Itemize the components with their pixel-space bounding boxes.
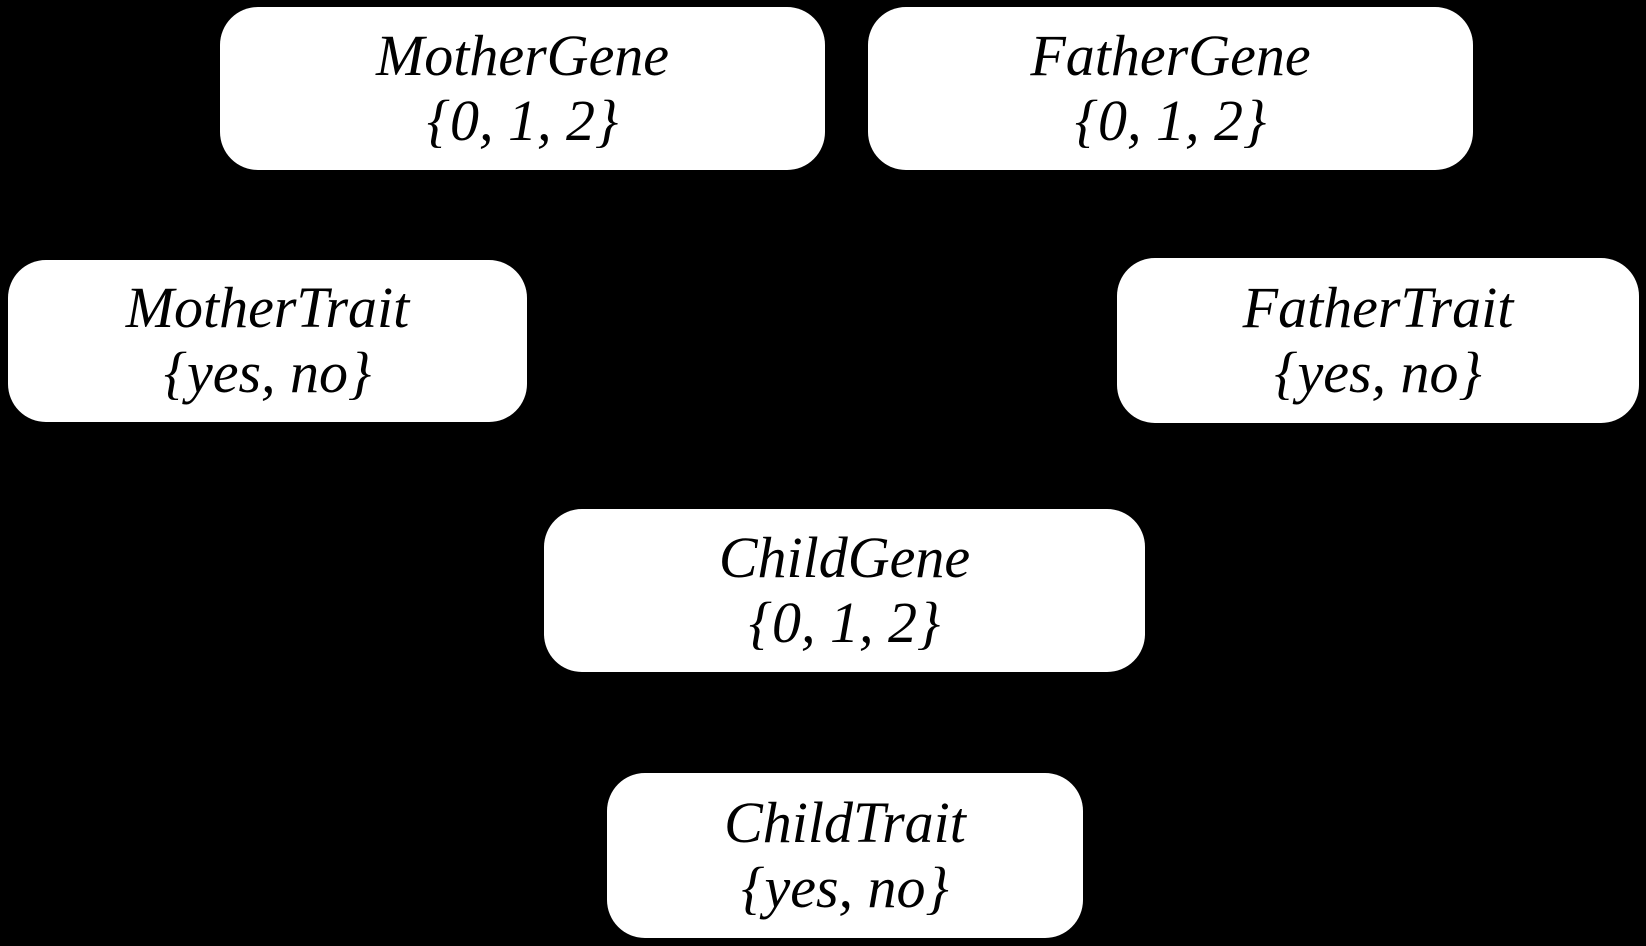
node-father-gene: FatherGene{0, 1, 2}	[868, 7, 1473, 170]
node-child-gene: ChildGene{0, 1, 2}	[544, 509, 1145, 672]
node-mother-trait: MotherTrait{yes, no}	[8, 260, 527, 422]
node-title: ChildGene	[718, 524, 971, 590]
node-title: FatherTrait	[1242, 274, 1514, 340]
node-domain-values: {yes, no}	[741, 854, 949, 920]
node-child-trait: ChildTrait{yes, no}	[607, 773, 1083, 938]
node-domain-values: {yes, no}	[1274, 339, 1482, 405]
node-title: ChildTrait	[724, 789, 966, 855]
node-domain-values: {0, 1, 2}	[748, 589, 941, 655]
node-mother-gene: MotherGene{0, 1, 2}	[220, 7, 825, 170]
node-title: MotherGene	[375, 22, 670, 88]
node-title: MotherTrait	[125, 275, 410, 341]
node-domain-values: {yes, no}	[163, 340, 372, 405]
node-domain-values: {0, 1, 2}	[426, 87, 619, 153]
node-domain-values: {0, 1, 2}	[1074, 87, 1267, 153]
node-father-trait: FatherTrait{yes, no}	[1117, 258, 1639, 423]
node-title: FatherGene	[1030, 22, 1311, 88]
